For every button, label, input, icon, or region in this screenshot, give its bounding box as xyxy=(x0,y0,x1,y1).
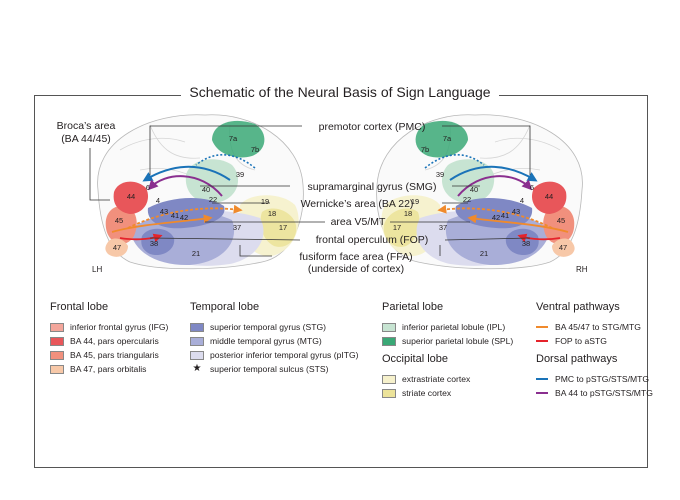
line-dorsal-blue xyxy=(536,378,548,380)
legend-frontal: Frontal lobe inferior frontal gyrus (IFG… xyxy=(50,300,168,376)
swatch-ifg xyxy=(50,322,64,332)
svg-text:7a: 7a xyxy=(229,134,238,143)
svg-text:39: 39 xyxy=(236,170,244,179)
left-region-numbers: 7a 7b 40 39 6 4 43 41 42 44 45 47 22 38 … xyxy=(113,134,287,258)
legend-parietal-occipital: Parietal lobe inferior parietal lobule (… xyxy=(382,300,513,400)
svg-text:37: 37 xyxy=(233,223,241,232)
svg-text:38: 38 xyxy=(522,239,530,248)
swatch-ba47 xyxy=(50,364,64,374)
broca-label-line2: (BA 44/45) xyxy=(61,133,111,145)
legend-item: BA 44 to pSTG/STS/MTG xyxy=(536,386,653,400)
svg-text:17: 17 xyxy=(279,223,287,232)
legend-item: superior parietal lobule (SPL) xyxy=(382,334,513,348)
svg-text:41: 41 xyxy=(501,211,509,220)
swatch-extrastriate xyxy=(382,374,396,384)
svg-text:37: 37 xyxy=(439,223,447,232)
svg-text:21: 21 xyxy=(192,249,200,258)
svg-text:6: 6 xyxy=(530,183,534,192)
smg-label: supramarginal gyrus (SMG) xyxy=(308,181,437,193)
legend-item: striate cortex xyxy=(382,386,513,400)
legend-item: inferior parietal lobule (IPL) xyxy=(382,320,513,334)
legend-item: superior temporal gyrus (STG) xyxy=(190,320,359,334)
legend-heading-ventral: Ventral pathways xyxy=(536,301,620,313)
swatch-stg xyxy=(190,322,204,332)
rh-label: RH xyxy=(576,265,588,274)
svg-text:18: 18 xyxy=(268,209,276,218)
svg-text:39: 39 xyxy=(436,170,444,179)
svg-text:44: 44 xyxy=(545,192,553,201)
svg-text:42: 42 xyxy=(492,213,500,222)
svg-text:41: 41 xyxy=(171,211,179,220)
swatch-striate xyxy=(382,388,396,398)
legend-item: FOP to aSTG xyxy=(536,334,653,348)
diagram-title: Schematic of the Neural Basis of Sign La… xyxy=(0,84,680,100)
lh-label: LH xyxy=(92,265,102,274)
svg-text:4: 4 xyxy=(156,196,160,205)
legend-heading-occipital: Occipital lobe xyxy=(382,353,449,365)
v5-label: area V5/MT xyxy=(331,216,386,228)
svg-text:42: 42 xyxy=(180,213,188,222)
ffa-label-line1: fusiform face area (FFA) xyxy=(299,251,412,263)
svg-text:18: 18 xyxy=(404,209,412,218)
svg-text:45: 45 xyxy=(557,216,565,225)
legend-temporal: Temporal lobe superior temporal gyrus (S… xyxy=(190,300,359,376)
legend-item: extrastriate cortex xyxy=(382,372,513,386)
swatch-ba45 xyxy=(50,350,64,360)
svg-text:21: 21 xyxy=(480,249,488,258)
swatch-pitg xyxy=(190,350,204,360)
legend-item: PMC to pSTG/STS/MTG xyxy=(536,372,653,386)
svg-text:7a: 7a xyxy=(443,134,452,143)
legend-item: BA 45/47 to STG/MTG xyxy=(536,320,653,334)
legend-heading-temporal: Temporal lobe xyxy=(190,301,260,313)
line-ventral-red xyxy=(536,340,548,342)
svg-text:40: 40 xyxy=(202,185,210,194)
svg-text:7b: 7b xyxy=(421,145,429,154)
swatch-ipl xyxy=(382,322,396,332)
fop-label: frontal operculum (FOP) xyxy=(316,234,429,246)
right-region-numbers: 7a 7b 40 39 6 4 43 41 42 44 45 47 22 38 … xyxy=(393,134,567,258)
legend-item: BA 44, pars opercularis xyxy=(50,334,168,348)
legend-item: middle temporal gyrus (MTG) xyxy=(190,334,359,348)
pmc-label: premotor cortex (PMC) xyxy=(319,121,426,133)
svg-text:43: 43 xyxy=(512,207,520,216)
left-hemisphere: 7a 7b 40 39 6 4 43 41 42 44 45 47 22 38 … xyxy=(97,114,304,270)
legend-heading-parietal: Parietal lobe xyxy=(382,301,444,313)
svg-text:43: 43 xyxy=(160,207,168,216)
ffa-label-line2: (underside of cortex) xyxy=(308,263,404,275)
svg-text:17: 17 xyxy=(393,223,401,232)
legend-pathways: Ventral pathways BA 45/47 to STG/MTG FOP… xyxy=(536,300,653,400)
line-dorsal-purple xyxy=(536,392,548,394)
swatch-ba44 xyxy=(50,336,64,346)
broca-label-line1: Broca’s area xyxy=(57,120,116,132)
svg-text:22: 22 xyxy=(209,195,217,204)
legend-item: posterior inferior temporal gyrus (pITG) xyxy=(190,348,359,362)
legend-heading-frontal: Frontal lobe xyxy=(50,301,109,313)
svg-text:19: 19 xyxy=(411,197,419,206)
svg-text:38: 38 xyxy=(150,239,158,248)
svg-text:45: 45 xyxy=(115,216,123,225)
line-ventral-orange xyxy=(536,326,548,328)
legend-item: BA 45, pars triangularis xyxy=(50,348,168,362)
svg-text:47: 47 xyxy=(559,243,567,252)
wernicke-label: Wernicke’s area (BA 22) xyxy=(301,198,414,210)
swatch-spl xyxy=(382,336,396,346)
legend: Frontal lobe inferior frontal gyrus (IFG… xyxy=(50,300,653,460)
svg-text:19: 19 xyxy=(261,197,269,206)
star-icon: ★ xyxy=(192,363,202,374)
leader-lines xyxy=(89,125,531,257)
legend-item: inferior frontal gyrus (IFG) xyxy=(50,320,168,334)
svg-text:40: 40 xyxy=(470,185,478,194)
svg-text:6: 6 xyxy=(146,183,150,192)
legend-heading-dorsal: Dorsal pathways xyxy=(536,353,618,365)
legend-item: BA 47, pars orbitalis xyxy=(50,362,168,376)
svg-text:47: 47 xyxy=(113,243,121,252)
svg-text:22: 22 xyxy=(463,195,471,204)
legend-item: ★superior temporal sulcus (STS) xyxy=(190,362,359,376)
svg-text:7b: 7b xyxy=(251,145,259,154)
swatch-mtg xyxy=(190,336,204,346)
svg-text:4: 4 xyxy=(520,196,524,205)
svg-text:44: 44 xyxy=(127,192,135,201)
